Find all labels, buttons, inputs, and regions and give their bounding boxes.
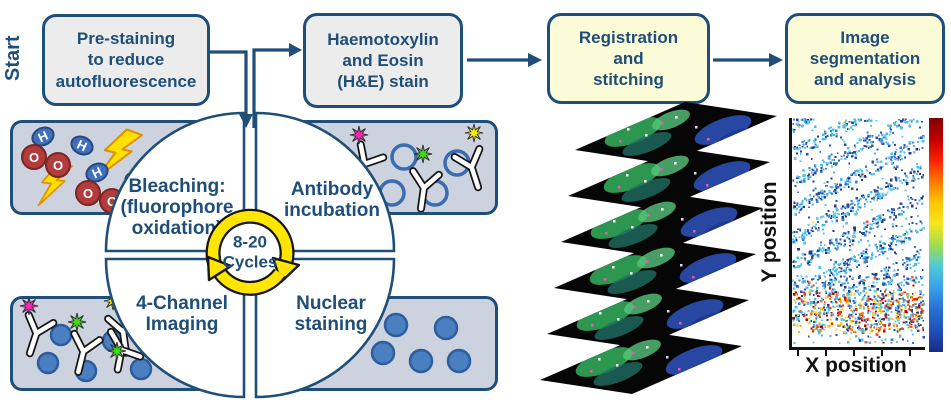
quadrant-label-line: Nuclear (296, 293, 366, 314)
oxygen-atom: O (21, 144, 47, 170)
cycle-arrow-bottom (215, 269, 285, 294)
stained-cell-icon (36, 351, 60, 375)
quadrant-label-line: incubation (283, 200, 381, 221)
quadrant-slice-bleaching (104, 111, 246, 253)
oxygen-atom: O (75, 180, 101, 206)
quadrant-label-line: Imaging (145, 314, 219, 335)
flow-box-line: to reduce (87, 50, 165, 70)
nucleus-icon (433, 315, 459, 341)
quadrant-slice-imaging (104, 257, 246, 399)
cell-outline-icon (390, 143, 418, 171)
cycle-arrow-top (207, 210, 293, 267)
flow-box-he-stain: Haemotoxylin and Eosin (H&E) stain (303, 13, 463, 108)
quadrant-label-line: (fluorophore (120, 197, 234, 218)
quadrant-label-line: Antibody (290, 179, 374, 200)
quadrant-label-line: staining (294, 314, 368, 335)
cycle-center-disc (217, 219, 283, 285)
flow-box-line: (H&E) stain (337, 72, 429, 92)
flow-box-line: Haemotoxylin (327, 29, 439, 49)
image-stack (540, 102, 777, 394)
quadrant-label-antibody-incubation: Antibody incubation (262, 179, 402, 221)
oxygen-atom: O (45, 152, 71, 178)
nucleus-icon (370, 340, 396, 366)
flow-box-segmentation: Image segmentation and analysis (785, 13, 945, 104)
y-axis-label: Y position (758, 181, 781, 283)
flow-box-line: and (613, 48, 644, 68)
flow-box-line: autofluorescence (55, 71, 197, 91)
x-axis (789, 347, 925, 350)
flow-box-line: and Eosin (342, 50, 424, 70)
nucleus-icon (446, 348, 472, 374)
x-axis-tick (881, 350, 884, 356)
quadrant-label-line: 4-Channel (136, 293, 228, 314)
y-axis (789, 118, 792, 350)
image-stack-slice (561, 194, 763, 256)
quadrant-label-line: Bleaching: (128, 176, 226, 197)
cycle-count-line: 8-20 (232, 232, 268, 252)
x-axis-tick (825, 350, 828, 356)
flow-box-line: Image (840, 27, 890, 47)
start-label: Start (2, 35, 24, 81)
x-axis-tick (909, 350, 912, 356)
flow-box-registration: Registration and stitching (547, 13, 710, 104)
image-stack-slice (575, 102, 777, 164)
cycle-count-label: 8-20 Cycles (223, 232, 278, 271)
quadrant-label-imaging: 4-Channel Imaging (112, 293, 252, 335)
flow-box-line: Pre-staining (76, 29, 176, 49)
cycle-arrowhead-icon (206, 255, 233, 282)
cycle-count-line: Cycles (222, 252, 278, 271)
x-axis-tick (797, 350, 800, 356)
quadrant-slice-nuclear-staining (254, 257, 396, 399)
x-axis-label: X position (805, 354, 907, 377)
quadrant-label-nuclear-staining: Nuclear staining (266, 293, 396, 335)
x-axis-ticks (789, 350, 925, 358)
flow-box-line: Registration (578, 27, 679, 47)
colorbar (929, 118, 943, 352)
flow-box-line: segmentation (809, 48, 921, 68)
flow-box-pre-staining: Pre-staining to reduce autofluorescence (42, 14, 210, 106)
x-axis-tick (853, 350, 856, 356)
flow-box-line: stitching (593, 70, 664, 90)
nucleus-icon (383, 312, 409, 338)
h2o2-molecule-icon: H O O H (21, 122, 111, 187)
flow-box-line: and analysis (813, 70, 917, 90)
scatter-plot (792, 118, 925, 345)
nucleus-icon (408, 348, 434, 374)
quadrant-label-line: oxidation) (131, 218, 223, 239)
image-stack-slice (540, 332, 742, 394)
quadrant-label-bleaching: Bleaching: (fluorophore oxidation) (106, 176, 248, 239)
